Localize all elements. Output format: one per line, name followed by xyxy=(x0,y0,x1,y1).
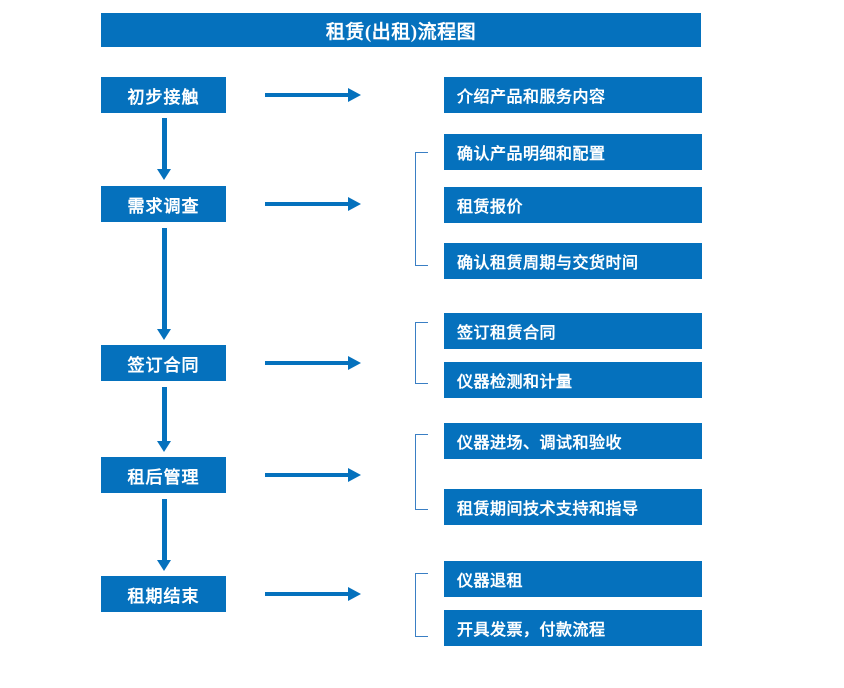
horizontal-arrow-1 xyxy=(265,88,361,102)
arrow-shaft xyxy=(162,387,167,441)
diagram-title: 租赁(出租)流程图 xyxy=(101,13,701,47)
arrow-head xyxy=(157,441,171,452)
arrow-shaft xyxy=(162,499,167,560)
arrow-shaft xyxy=(265,361,349,365)
arrow-head xyxy=(348,587,361,601)
vertical-arrow-1 xyxy=(157,118,172,180)
arrow-shaft xyxy=(162,118,167,169)
detail-box-4[interactable]: 确认租赁周期与交货时间 xyxy=(444,243,702,279)
arrow-head xyxy=(348,197,361,211)
arrow-head xyxy=(348,88,361,102)
arrow-shaft xyxy=(162,228,167,329)
arrow-head xyxy=(157,560,171,571)
group-bracket-4 xyxy=(415,434,428,510)
arrow-shaft xyxy=(265,202,349,206)
horizontal-arrow-4 xyxy=(265,468,361,482)
detail-box-8[interactable]: 租赁期间技术支持和指导 xyxy=(444,489,702,525)
arrow-head xyxy=(157,329,171,340)
detail-box-9[interactable]: 仪器退租 xyxy=(444,561,702,597)
stage-box-2[interactable]: 需求调查 xyxy=(101,186,226,222)
stage-box-5[interactable]: 租期结束 xyxy=(101,576,226,612)
arrow-shaft xyxy=(265,592,349,596)
detail-box-5[interactable]: 签订租赁合同 xyxy=(444,313,702,349)
detail-box-7[interactable]: 仪器进场、调试和验收 xyxy=(444,423,702,459)
detail-box-10[interactable]: 开具发票，付款流程 xyxy=(444,610,702,646)
arrow-shaft xyxy=(265,473,349,477)
group-bracket-2 xyxy=(415,152,428,266)
detail-box-2[interactable]: 确认产品明细和配置 xyxy=(444,134,702,170)
stage-box-3[interactable]: 签订合同 xyxy=(101,345,226,381)
horizontal-arrow-2 xyxy=(265,197,361,211)
arrow-head xyxy=(348,356,361,370)
stage-box-1[interactable]: 初步接触 xyxy=(101,77,226,113)
detail-box-1[interactable]: 介绍产品和服务内容 xyxy=(444,77,702,113)
vertical-arrow-3 xyxy=(157,387,172,452)
arrow-shaft xyxy=(265,93,349,97)
vertical-arrow-2 xyxy=(157,228,172,340)
stage-box-4[interactable]: 租后管理 xyxy=(101,457,226,493)
group-bracket-5 xyxy=(415,573,428,637)
detail-box-6[interactable]: 仪器检测和计量 xyxy=(444,362,702,398)
group-bracket-3 xyxy=(415,322,428,384)
horizontal-arrow-5 xyxy=(265,587,361,601)
horizontal-arrow-3 xyxy=(265,356,361,370)
arrow-head xyxy=(348,468,361,482)
vertical-arrow-4 xyxy=(157,499,172,571)
detail-box-3[interactable]: 租赁报价 xyxy=(444,187,702,223)
arrow-head xyxy=(157,169,171,180)
